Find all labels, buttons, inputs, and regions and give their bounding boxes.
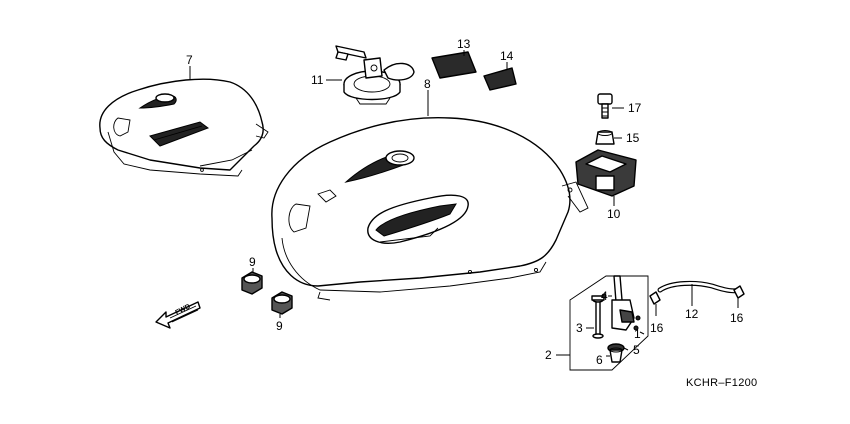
- callout-9b: 9: [276, 319, 283, 333]
- forward-arrow-icon: [155, 301, 201, 329]
- callout-17: 17: [628, 101, 642, 115]
- fuel-tube-12: [657, 280, 741, 294]
- callout-6: 6: [596, 353, 603, 367]
- callout-9a: 9: [249, 255, 256, 269]
- label-sticker-13: [431, 51, 477, 79]
- callout-5: 5: [633, 343, 640, 357]
- callout-15: 15: [626, 131, 640, 145]
- callout-10: 10: [607, 207, 621, 221]
- callout-2: 2: [545, 348, 552, 362]
- nut-9-lower: [271, 291, 293, 315]
- callout-3: 3: [576, 321, 583, 335]
- label-sticker-14: [483, 67, 517, 91]
- callout-11: 11: [311, 73, 324, 87]
- fuel-tank-main: [271, 117, 589, 301]
- tube-clip-16-right: [733, 285, 745, 299]
- diagram-code: KCHR–F1200: [686, 377, 757, 389]
- callout-4: 4: [601, 289, 608, 303]
- callout-16a: 16: [650, 321, 664, 335]
- callout-line-1: [639, 331, 645, 335]
- fuel-tank-small: [99, 78, 269, 177]
- fuel-cap: [335, 45, 415, 105]
- bolt-17: [597, 93, 613, 119]
- callout-14: 14: [500, 49, 514, 63]
- callout-12: 12: [685, 307, 699, 321]
- callout-7: 7: [186, 53, 193, 67]
- fuel-valve-assembly: [569, 275, 649, 371]
- rubber-mount-10: [575, 149, 637, 197]
- callout-8: 8: [424, 77, 431, 91]
- nut-9-upper: [241, 271, 263, 295]
- callout-16b: 16: [730, 311, 744, 325]
- callout-1: 1: [634, 327, 641, 341]
- callout-13: 13: [457, 37, 471, 51]
- callout-line-5: [623, 347, 629, 351]
- collar-15: [595, 130, 615, 145]
- tube-clip-16-left: [649, 291, 661, 305]
